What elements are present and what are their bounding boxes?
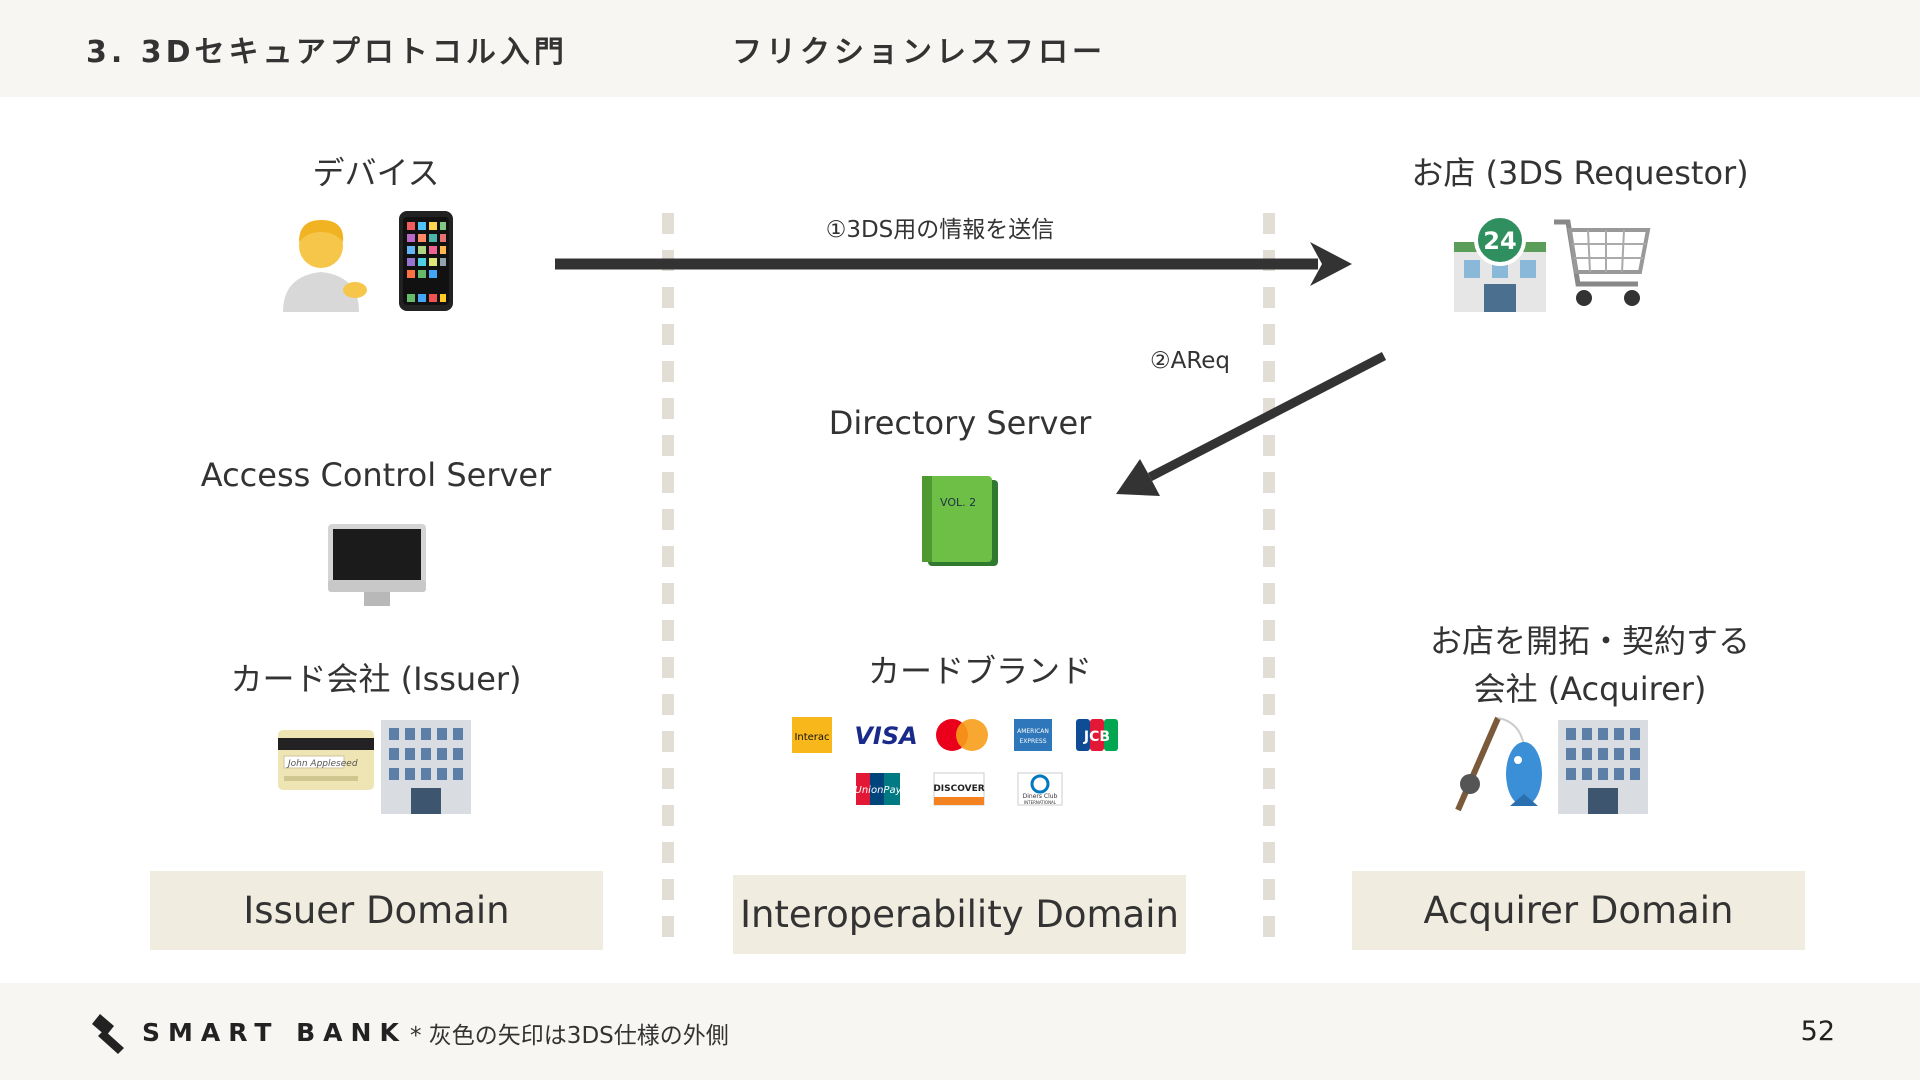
card-brand-label: カードブランド [867,652,1092,690]
svg-text:JCB: JCB [1083,729,1110,745]
fishing-pole-icon [1455,716,1542,812]
unionpay-logo: UnionPay [855,773,903,805]
svg-text:VISA: VISA [854,722,917,750]
card-brand-logos: Interac VISA AMERICAN EXPRESS JCB UnionP… [792,717,1118,806]
domain-divider-left [662,213,674,948]
svg-text:Diners Club: Diners Club [1023,793,1058,800]
issuer-company-label: カード会社 (Issuer) [230,660,522,698]
slide-section-title: 3. 3Dセキュアプロトコル入門 [86,35,568,70]
header-band: 3. 3Dセキュアプロトコル入門 フリクションレスフロー [0,0,1920,97]
device-label: デバイス [312,154,440,192]
svg-text:Interac: Interac [794,732,829,743]
interac-logo: Interac [792,717,832,753]
svg-text:24: 24 [1483,227,1516,255]
office-building-icon [381,720,471,814]
smartbank-logo-icon [92,1014,124,1054]
acquirer-label-line2: 会社 (Acquirer) [1473,670,1707,708]
acs-label: Access Control Server [200,456,552,494]
directory-server-label: Directory Server [828,404,1092,442]
mastercard-logo [936,719,988,751]
green-book-icon: VOL. 2 [922,476,998,566]
svg-text:DISCOVER: DISCOVER [933,784,984,794]
discover-logo: DISCOVER [933,772,985,806]
domain-divider-right [1263,213,1275,948]
amex-logo: AMERICAN EXPRESS [1014,719,1052,751]
acquirer-domain-box: Acquirer Domain [1352,871,1805,950]
svg-text:VOL. 2: VOL. 2 [940,496,976,509]
office-building-icon [1558,720,1648,814]
svg-text:John Appleseed: John Appleseed [286,759,358,769]
visa-logo: VISA [854,722,917,750]
shopping-cart-icon [1554,219,1651,306]
issuer-domain-box: Issuer Domain [150,871,603,950]
svg-text:UnionPay: UnionPay [855,785,903,796]
acquirer-label-line1: お店を開拓・契約する [1429,622,1750,660]
svg-text:AMERICAN: AMERICAN [1017,728,1049,735]
arrow-step2 [1116,352,1387,496]
smartbank-logo: SMART BANK [90,1010,407,1055]
mobile-phone-icon [399,211,453,311]
jcb-logo: JCB [1076,719,1118,751]
svg-text:INTERNATIONAL: INTERNATIONAL [1024,800,1057,805]
arrow-step1-label: ①3DS用の情報を送信 [825,217,1055,243]
convenience-store-icon: 24 [1454,214,1546,312]
credit-card-icon: John Appleseed [278,730,374,790]
desktop-computer-icon [328,524,426,606]
person-tipping-hand-icon [283,220,367,312]
slide-subtitle: フリクションレスフロー [732,35,1106,70]
logo-text: SMART BANK [142,1018,407,1047]
diners-club-logo: Diners Club INTERNATIONAL [1017,772,1063,806]
arrow-step1 [555,242,1352,286]
footnote: * 灰色の矢印は3DS仕様の外側 [410,1023,729,1049]
arrow-step2-label: ②AReq [1149,348,1231,374]
merchant-label: お店 (3DS Requestor) [1411,154,1749,192]
svg-text:EXPRESS: EXPRESS [1019,738,1046,745]
page-number: 52 [1800,1016,1835,1047]
footer-band [0,983,1920,1080]
interoperability-domain-box: Interoperability Domain [733,875,1186,954]
